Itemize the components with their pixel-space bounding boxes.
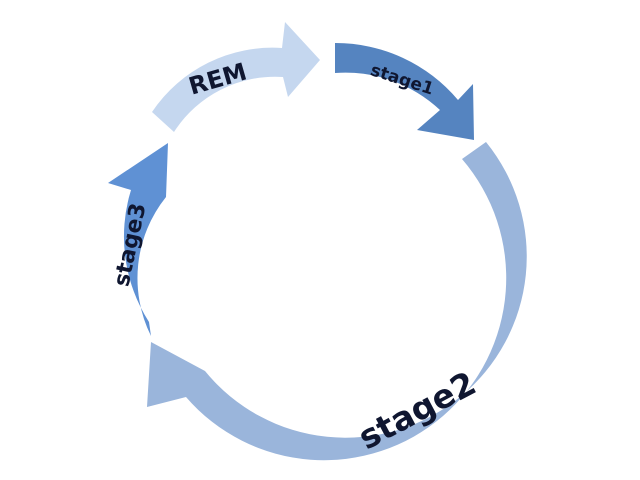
stage1-arrow xyxy=(335,42,474,140)
stage1-segment: stage1 xyxy=(335,42,474,140)
stage2-segment: stage2 xyxy=(147,142,527,461)
rem-label: REM xyxy=(186,57,250,100)
stage2-arrow xyxy=(147,142,527,461)
stage2-label: stage2 xyxy=(352,363,482,457)
stage3-arrow xyxy=(108,143,168,336)
stage3-label: stage3 xyxy=(110,201,152,289)
rem-arrow xyxy=(152,22,320,132)
stage3-segment: stage3 xyxy=(108,143,168,336)
rem-segment: REM xyxy=(152,22,320,132)
